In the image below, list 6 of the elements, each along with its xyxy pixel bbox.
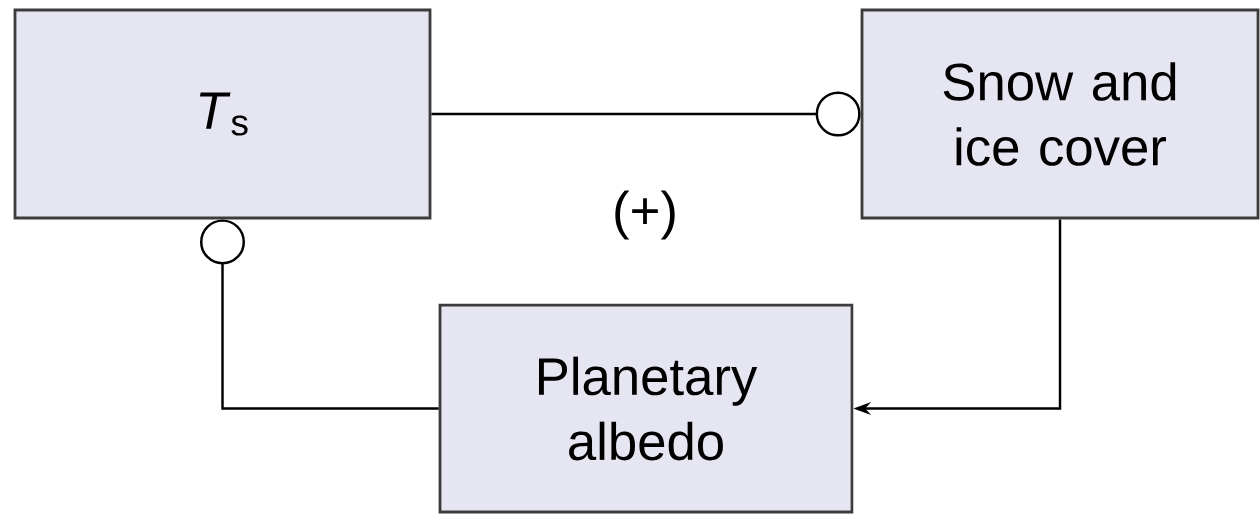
loop-sign: (+)	[615, 190, 675, 240]
process-box: T$_{s}$	[13, 8, 432, 220]
connector	[431, 91, 861, 137]
process-box: Snow and ice cover	[860, 8, 1260, 220]
connector	[200, 219, 439, 410]
process-box: Planetary albedo	[438, 303, 854, 514]
